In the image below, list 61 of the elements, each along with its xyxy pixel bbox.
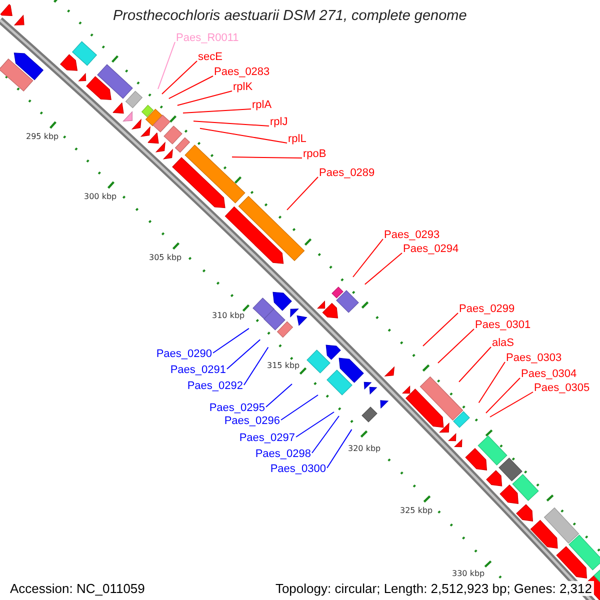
leader-line — [490, 392, 534, 418]
gene-label: alaS — [492, 337, 514, 349]
gene-label: Paes_0291 — [170, 364, 226, 376]
gene-label: Paes_0292 — [187, 380, 243, 392]
leader-line — [182, 108, 252, 114]
leader-line — [266, 384, 292, 408]
gene-label: Paes_0304 — [521, 368, 577, 380]
scale-label: 330 kbp — [452, 569, 485, 579]
genome-stats-text: Topology: circular; Length: 2,512,923 bp; Genes: 2,312 — [273, 581, 594, 596]
leader-line — [352, 238, 384, 278]
scale-label: 320 kbp — [348, 444, 381, 454]
leader-line — [168, 76, 214, 100]
leader-line — [226, 339, 261, 370]
title: Prosthecochloris aestuarii DSM 271, complete genome — [113, 8, 467, 24]
gene-label: Paes_0300 — [270, 463, 326, 475]
gene-label: Paes_0299 — [459, 303, 515, 315]
leader-line — [326, 428, 352, 468]
leader-line — [478, 362, 506, 404]
gene-label: Paes_0290 — [156, 348, 212, 360]
leader-line — [212, 328, 250, 354]
gene-label: Paes_0297 — [239, 432, 295, 444]
gene-label: Paes_0298 — [255, 448, 311, 460]
scale-label: 295 kbp — [26, 132, 59, 142]
leader-line — [312, 416, 340, 454]
leader-line — [232, 156, 302, 158]
gene-label: rplL — [288, 133, 306, 145]
leader-line — [296, 412, 334, 438]
scale-label: 305 kbp — [149, 253, 182, 263]
leader-line — [162, 60, 198, 94]
scale-label: 325 kbp — [400, 506, 433, 516]
leader-line — [364, 252, 402, 285]
accession-text: Accession: NC_011059 — [8, 581, 147, 596]
scale-label: 315 kbp — [267, 361, 300, 371]
leader-line — [486, 378, 520, 414]
gene-label: Paes_0294 — [403, 243, 459, 255]
leader-line — [458, 346, 492, 382]
gene-label: Paes_0293 — [384, 229, 440, 241]
leader-line — [176, 90, 232, 106]
gene-label: Paes_0296 — [224, 415, 280, 427]
gene-label: Paes_0301 — [475, 319, 531, 331]
gene-label: rplA — [252, 99, 272, 111]
leader-line — [422, 312, 458, 346]
gene-label: Paes_0305 — [534, 382, 590, 394]
gene-label: Paes_0283 — [214, 66, 270, 78]
gene-label: Paes_R0011 — [176, 32, 239, 44]
gene-label: secE — [198, 51, 222, 63]
gene-label: Paes_0289 — [319, 167, 375, 179]
leader-line — [286, 176, 318, 210]
leader-line — [193, 120, 270, 126]
leader-line — [280, 394, 318, 420]
leader-line — [244, 346, 269, 386]
gene-label: rplJ — [270, 116, 288, 128]
leader-line — [199, 128, 288, 144]
scale-label: 310 kbp — [212, 311, 245, 321]
gene-label: rplK — [233, 81, 253, 93]
leader-line — [158, 42, 176, 90]
gene-label: Paes_0295 — [209, 402, 265, 414]
scale-label: 300 kbp — [84, 192, 117, 202]
gene-label: rpoB — [303, 148, 326, 160]
leader-line — [438, 328, 474, 364]
gene-label: Paes_0303 — [506, 352, 562, 364]
